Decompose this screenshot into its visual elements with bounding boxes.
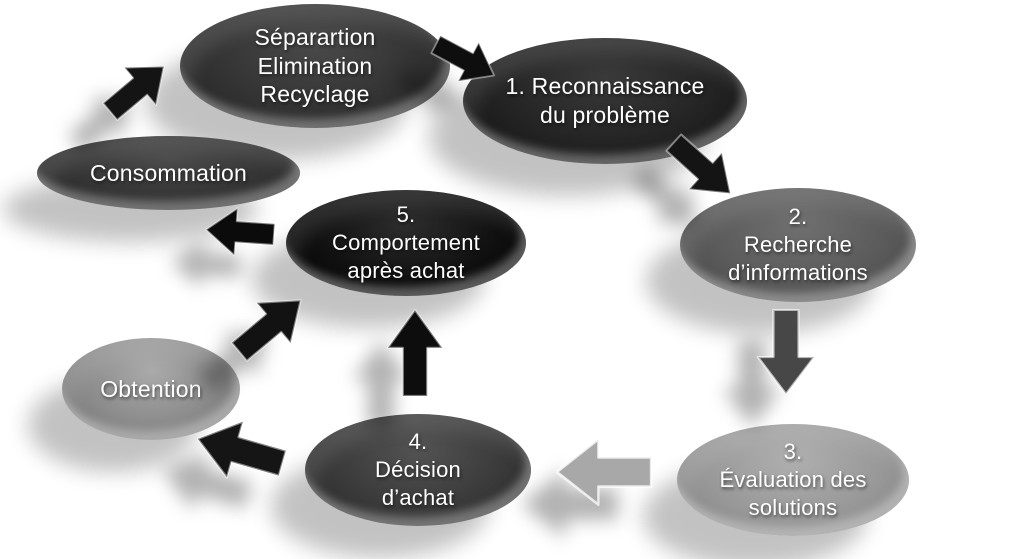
- node-decision-achat: 4. Décision d’achat: [305, 414, 531, 526]
- node-obtention: Obtention: [62, 338, 240, 440]
- arrow-decision-to-obtention-icon: [196, 419, 287, 483]
- arrow-recherche-to-evaluation-icon: [744, 308, 828, 396]
- node-comportement-apres-achat: 5. Comportement après achat: [286, 190, 526, 296]
- node-recherche-informations: 2. Recherche d’informations: [680, 188, 916, 302]
- node-label: 1. Reconnaissance du problème: [505, 73, 705, 128]
- arrow-decision-to-comportement-icon: [372, 308, 458, 398]
- arrow-comportement-to-consommation-icon: [205, 206, 276, 258]
- node-separation-elimination-recyclage: Séparartion Elimination Recyclage: [180, 4, 450, 128]
- arrow-reconnaissance-to-recherche-icon: [664, 133, 740, 195]
- arrow-separation-to-reconnaissance-icon: [430, 34, 498, 84]
- node-evaluation-des-solutions: 3. Évaluation des solutions: [677, 424, 909, 536]
- node-label: 2. Recherche d’informations: [728, 204, 868, 285]
- node-label: Consommation: [89, 159, 248, 186]
- arrow-consommation-to-separation-icon: [102, 62, 172, 121]
- node-consommation: Consommation: [37, 136, 300, 210]
- node-label: 3. Évaluation des solutions: [719, 439, 867, 520]
- node-reconnaissance-du-probleme: 1. Reconnaissance du problème: [463, 38, 747, 164]
- node-label: 4. Décision d’achat: [375, 429, 461, 510]
- node-label: Séparartion Elimination Recyclage: [254, 23, 376, 108]
- arrow-evaluation-to-decision-icon: [555, 436, 653, 508]
- node-label: 5. Comportement après achat: [332, 202, 480, 283]
- arrow-obtention-to-comportement-icon: [230, 297, 310, 362]
- node-label: Obtention: [100, 375, 202, 402]
